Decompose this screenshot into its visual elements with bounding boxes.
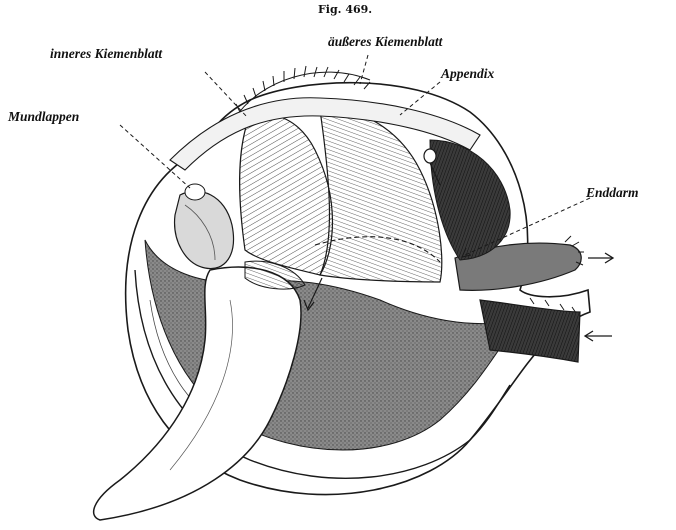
label-aeusseres-kiemenblatt: äußeres Kiemenblatt: [328, 34, 442, 50]
label-enddarm: Enddarm: [586, 185, 639, 201]
label-appendix: Appendix: [441, 66, 494, 82]
outflow-arrow: [588, 253, 613, 263]
label-mundlappen: Mundlappen: [8, 109, 79, 125]
inflow-arrow: [585, 331, 612, 341]
appendix-knob: [424, 149, 436, 163]
label-inneres-kiemenblatt: inneres Kiemenblatt: [50, 46, 162, 62]
leader-aeusseres: [360, 55, 368, 84]
